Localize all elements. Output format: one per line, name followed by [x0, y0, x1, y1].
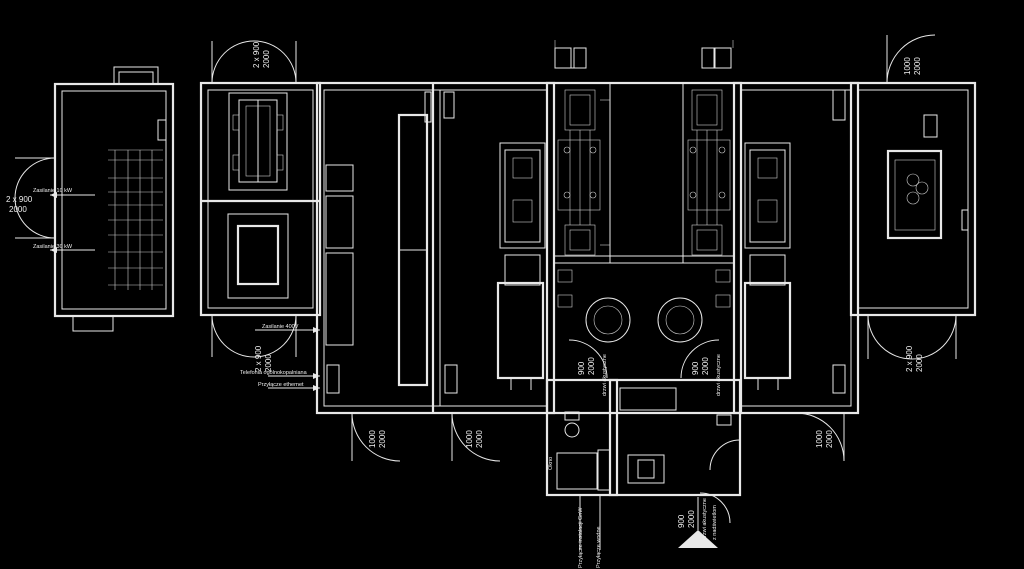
- corridor-door-2-dim-2: 2000: [475, 430, 484, 448]
- bottom-left-door-dim-2: 2000: [264, 354, 273, 372]
- cable-entries: [255, 327, 601, 550]
- right-bottom-door-dim: 1000: [815, 430, 824, 448]
- bottom-left-door-dim: 2 x 900: [254, 345, 263, 372]
- right-double-door-dim: 2 x 900: [905, 345, 914, 372]
- electrical-room: [14, 66, 175, 332]
- supply-400v-label: Zasilanie 400V: [262, 324, 299, 330]
- doors: [211, 34, 957, 524]
- corridor-door-1-dim-2: 2000: [378, 430, 387, 448]
- water-conn-label: Przyłącze wodne: [596, 526, 602, 568]
- right-top-door-dim-2: 2000: [913, 57, 922, 75]
- corridor-door-2-dim: 1000: [465, 430, 474, 448]
- install-conn-label: Przyłącze instalacji GnW: [578, 507, 584, 568]
- telephone-label: Telefonia ogólnokopalniana: [240, 370, 308, 376]
- left-door-dim-b: 2000: [9, 205, 27, 214]
- supply-10kw-label: Zasilanie 10 kW: [33, 188, 73, 194]
- dimension-labels: 2 x 900 2000 Zasilanie 10 kW Zasilanie 3…: [6, 41, 924, 568]
- acoustic-door-left: drzwi akustyczne: [602, 354, 608, 396]
- top-left-door-dim: 2 x 900: [252, 41, 261, 68]
- inner-right-door-dim-2: 2000: [701, 357, 710, 375]
- right-double-door-dim-2: 2000: [915, 354, 924, 372]
- main-building: [199, 40, 977, 548]
- inner-right-door-dim: 900: [691, 361, 700, 375]
- acoustic-door-bottom: drzwi akustyczne: [702, 498, 708, 540]
- left-door-dim-a: 2 x 900: [6, 195, 33, 204]
- threshold-label: z nadświetlom: [712, 505, 718, 540]
- inner-left-door-dim-2: 2000: [587, 357, 596, 375]
- right-bottom-door-dim-2: 2000: [825, 430, 834, 448]
- inner-left-door-dim: 900: [577, 361, 586, 375]
- corridor-door-1-dim: 1000: [368, 430, 377, 448]
- bottom-door-dim: 900: [677, 514, 686, 528]
- top-left-door-dim-2: 2000: [262, 50, 271, 68]
- right-top-door-dim: 1000: [903, 57, 912, 75]
- ethernet-label: Przyłącze ethernet: [258, 382, 304, 388]
- acoustic-door-right: drzwi akustyczne: [716, 354, 722, 396]
- bottom-door-dim-2: 2000: [687, 510, 696, 528]
- window-label: Okno: [548, 457, 554, 470]
- supply-30kw-label: Zasilanie 30 kW: [33, 244, 73, 250]
